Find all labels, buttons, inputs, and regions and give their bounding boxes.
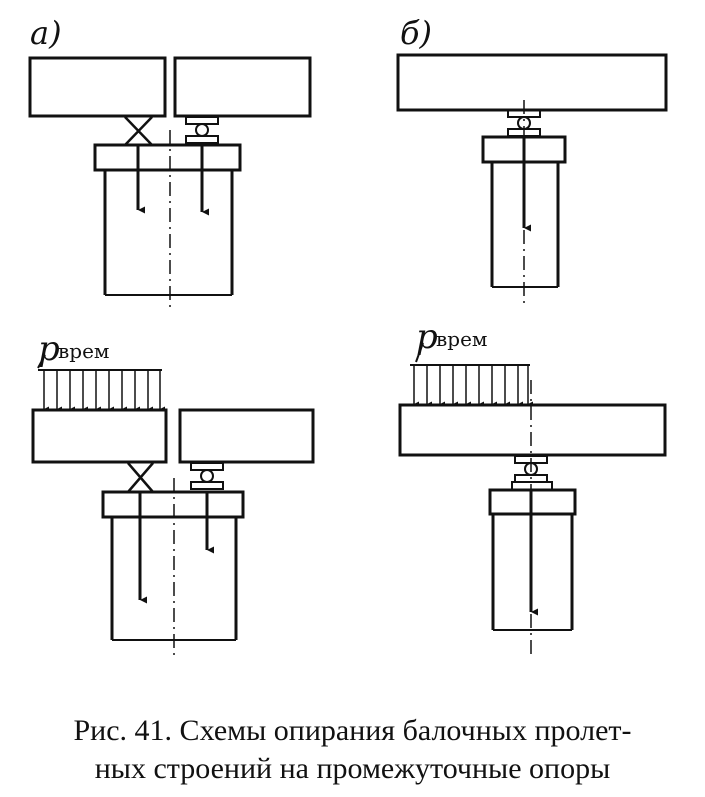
panel-a-top-scheme <box>28 56 312 310</box>
fixed-bearing <box>127 462 154 493</box>
figure-caption: Рис. 41. Схемы опирания балочных пролет-… <box>0 712 705 788</box>
distributed-load-arrows <box>413 365 533 407</box>
pier-column <box>103 170 234 295</box>
panel-b-top-scheme <box>396 53 668 305</box>
continuous-beam <box>398 403 667 457</box>
panel-a-bottom-scheme: р врем <box>31 329 315 655</box>
load-leader <box>415 342 424 363</box>
roller-bearing <box>185 116 219 144</box>
continuous-beam <box>396 53 668 112</box>
panel-b-bottom-scheme: р врем <box>398 317 667 655</box>
pier-cap <box>93 143 242 172</box>
load-leader <box>37 354 46 369</box>
distributed-load-arrows <box>43 370 165 412</box>
load-label-a: р врем <box>38 329 109 369</box>
roller-bearing <box>190 462 224 490</box>
load-label-b: р врем <box>416 317 487 357</box>
beam-right <box>178 408 315 464</box>
panel-b-label: б) <box>400 14 432 52</box>
pier-column <box>491 514 574 630</box>
load-subscript: врем <box>436 327 487 351</box>
fixed-bearing <box>124 116 153 146</box>
caption-line-2: ных строений на промежуточные опоры <box>94 752 611 785</box>
caption-line-1: Рис. 41. Схемы опирания балочных пролет- <box>73 714 632 747</box>
beam-left <box>28 56 167 118</box>
load-subscript: врем <box>58 339 109 363</box>
beam-right <box>173 56 312 118</box>
panel-a-label: а) <box>30 14 62 52</box>
beam-left <box>31 408 168 464</box>
pier-column <box>490 162 560 287</box>
pier-column <box>110 517 238 640</box>
pier-cap <box>101 490 245 519</box>
